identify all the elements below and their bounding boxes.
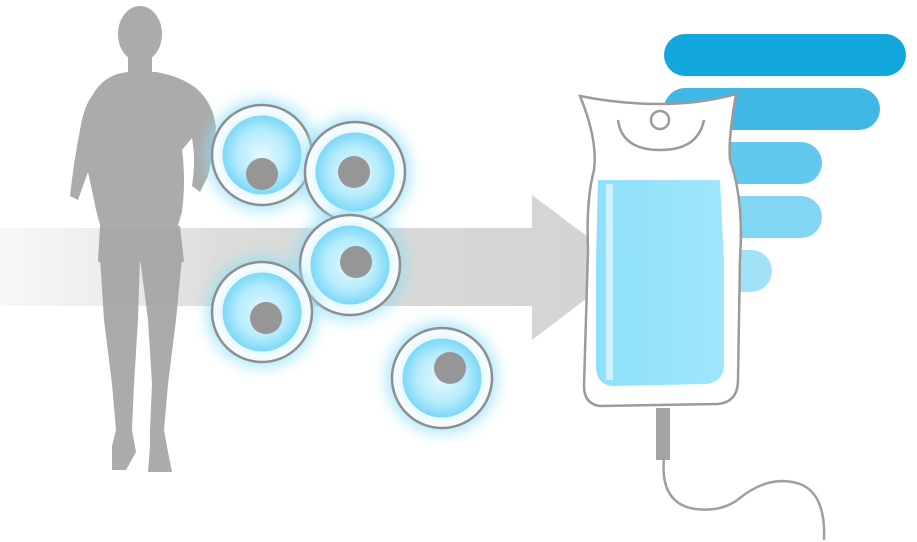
cell-icon — [206, 99, 318, 211]
cells-group — [206, 99, 498, 434]
iv-bag-icon — [577, 92, 826, 541]
cell-icon — [294, 209, 406, 321]
bar-icon — [664, 34, 906, 76]
cell-icon — [386, 322, 498, 434]
person-silhouette-icon — [70, 6, 216, 472]
cell-icon — [206, 256, 318, 368]
cell-icon — [299, 116, 411, 228]
